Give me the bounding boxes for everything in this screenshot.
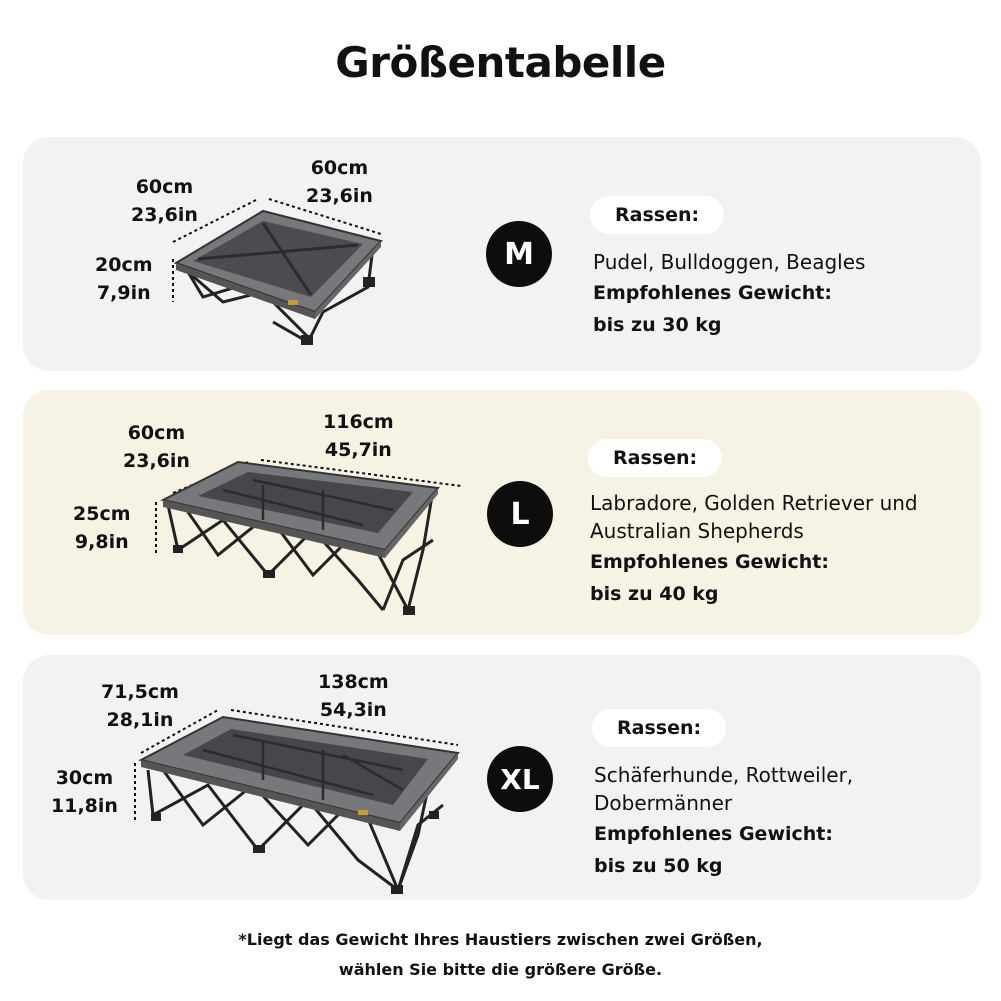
breeds-text-line-2: Australian Shepherds: [590, 519, 804, 543]
page-title: Größentabelle: [335, 38, 666, 87]
size-badge-m: M: [486, 221, 552, 287]
bed-xl-icon: [134, 709, 460, 894]
size-badge-l: L: [487, 481, 553, 547]
bed-l-icon: [155, 459, 462, 615]
size-info-m: Pudel, Bulldoggen, Beagles Empfohlenes G…: [593, 248, 865, 339]
breeds-text-line-1: Labradore, Golden Retriever und: [590, 491, 918, 515]
size-badge-xl: XL: [487, 746, 553, 812]
weight-value: bis zu 50 kg: [594, 855, 723, 877]
weight-value: bis zu 40 kg: [590, 583, 719, 605]
footnote-line-2: wählen Sie bitte die größere Größe.: [338, 960, 663, 979]
weight-label: Empfohlenes Gewicht:: [590, 551, 829, 573]
breeds-pill: Rassen:: [588, 439, 723, 477]
weight-value: bis zu 30 kg: [593, 314, 722, 336]
footnote: *Liegt das Gewicht Ihres Haustiers zwisc…: [0, 925, 1001, 985]
bed-m-icon: [172, 198, 383, 345]
size-info-xl: Schäferhunde, Rottweiler, Dobermänner Em…: [594, 761, 853, 880]
breeds-text-line-1: Schäferhunde, Rottweiler,: [594, 763, 854, 787]
breeds-pill: Rassen:: [592, 709, 727, 747]
weight-label: Empfohlenes Gewicht:: [593, 282, 832, 304]
breeds-text: Pudel, Bulldoggen, Beagles: [593, 250, 866, 274]
footnote-line-1: *Liegt das Gewicht Ihres Haustiers zwisc…: [238, 930, 763, 949]
size-info-l: Labradore, Golden Retriever und Australi…: [590, 489, 918, 608]
breeds-text-line-2: Dobermänner: [594, 791, 733, 815]
breeds-pill: Rassen:: [590, 196, 725, 234]
weight-label: Empfohlenes Gewicht:: [594, 823, 833, 845]
